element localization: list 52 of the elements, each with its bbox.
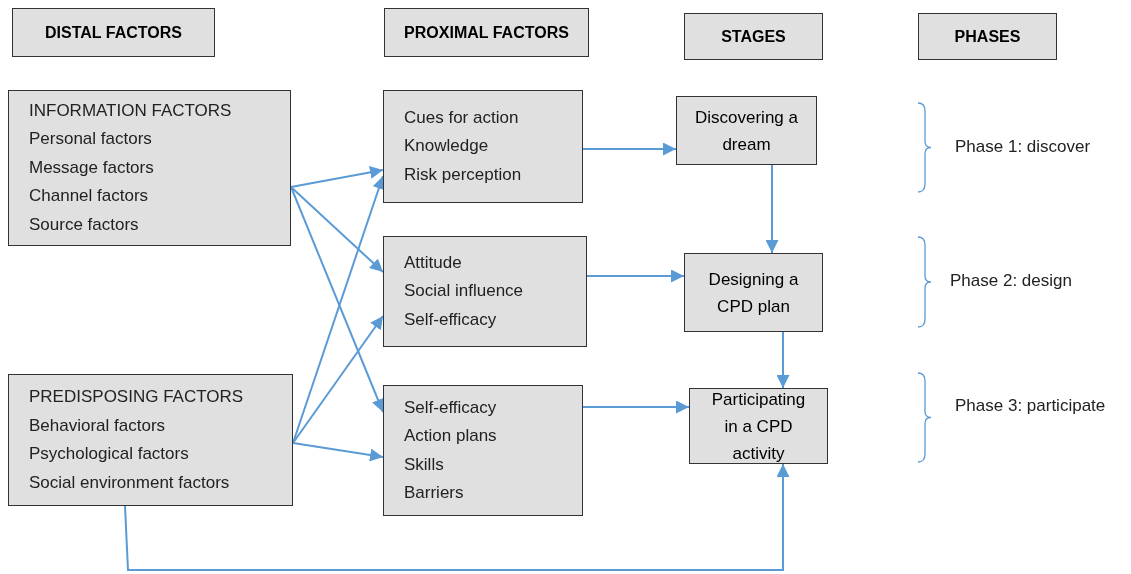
stage-box — [689, 388, 828, 464]
phase-label: Phase 3: participate — [955, 396, 1106, 416]
node-heading: DISTAL FACTORS — [45, 23, 182, 42]
node-heading: Discovering a dream — [694, 106, 799, 156]
node-heading: Attitude — [404, 251, 463, 274]
node-heading: INFORMATION FACTORS — [29, 99, 233, 122]
phase-label: Phase 2: design — [950, 271, 1072, 291]
header-box — [684, 13, 823, 60]
list-item: Source factors — [29, 213, 140, 236]
arrow — [582, 400, 690, 414]
list-item: Risk perception — [404, 163, 523, 186]
header-box — [384, 8, 589, 57]
stage-box — [684, 253, 823, 332]
arrow — [290, 165, 384, 188]
list-item: Channel factors — [29, 185, 150, 208]
factor-box — [383, 385, 583, 516]
list-item: Message factors — [29, 156, 155, 179]
list-item: Personal factors — [29, 128, 153, 151]
list-item: Skills — [404, 453, 445, 476]
list-item: Social influence — [404, 280, 525, 303]
node-heading: Designing a CPD plan — [707, 268, 800, 318]
arrow — [776, 331, 790, 389]
list-item: Action plans — [404, 425, 498, 447]
factor-box — [383, 236, 587, 347]
node-heading: PROXIMAL FACTORS — [404, 23, 569, 42]
node-heading: PREDISPOSING FACTORS — [29, 386, 245, 408]
node-heading: PHASES — [954, 27, 1021, 46]
arrow — [290, 186, 385, 413]
arrow — [582, 142, 677, 156]
list-item: Social environment factors — [29, 471, 231, 494]
node-heading: Participating in a CPD activity — [710, 388, 807, 465]
factor-box — [383, 90, 583, 203]
list-item: Psychological factors — [29, 443, 190, 465]
arrow — [124, 463, 790, 571]
arrow — [290, 186, 384, 273]
node-heading: STAGES — [721, 27, 786, 46]
header-box — [918, 13, 1057, 60]
arrow — [765, 164, 779, 254]
list-item: Self-efficacy — [404, 308, 498, 331]
arrow — [292, 442, 384, 462]
arrow — [292, 315, 384, 444]
list-item: Knowledge — [404, 135, 490, 158]
node-heading: Self-efficacy — [404, 396, 498, 419]
factor-box — [8, 374, 293, 506]
header-box — [12, 8, 215, 57]
arrow — [586, 269, 685, 283]
list-item: Behavioral factors — [29, 414, 167, 437]
node-heading: Cues for action — [404, 106, 520, 129]
phase-label: Phase 1: discover — [955, 137, 1091, 157]
stage-box — [676, 96, 817, 165]
list-item: Barriers — [404, 482, 465, 504]
factor-box — [8, 90, 291, 246]
